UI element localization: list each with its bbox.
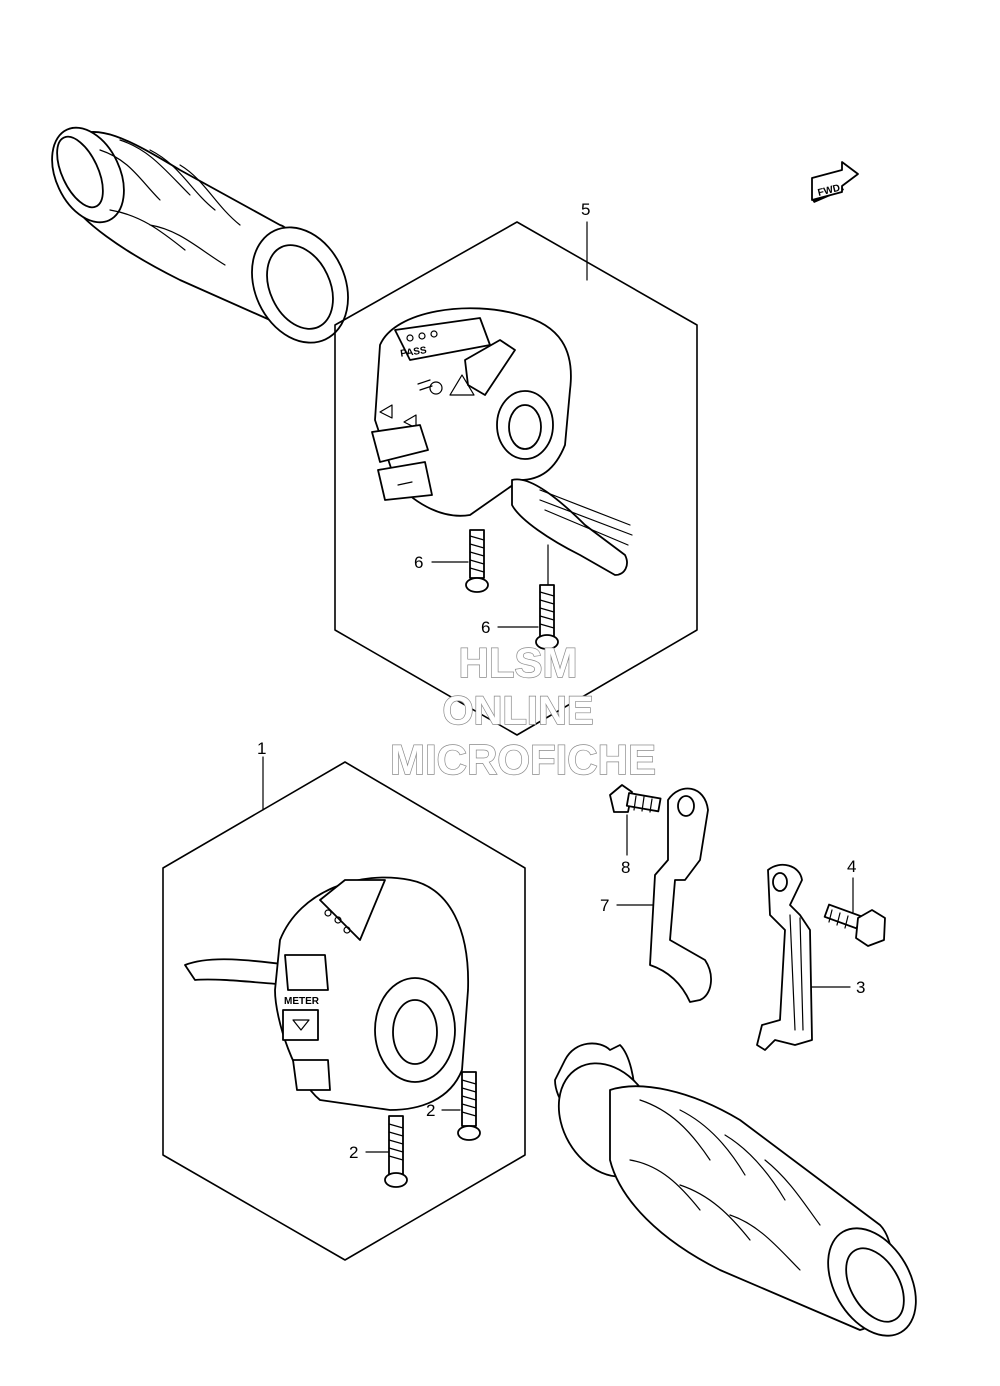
watermark-line-2: ONLINE [442, 689, 593, 733]
callout-2-right: 2 [426, 1101, 435, 1120]
watermark: HLSM ONLINE MICROFICHE [389, 638, 656, 783]
screw-6-upper [465, 529, 489, 593]
screw-2-right [457, 1071, 481, 1141]
callout-8: 8 [621, 858, 630, 877]
callout-3: 3 [856, 978, 865, 997]
callout-6-lower: 6 [481, 618, 490, 637]
callout-2-left: 2 [349, 1143, 358, 1162]
bracket-7 [649, 787, 712, 1003]
bolt-8 [609, 784, 662, 813]
bracket-3 [756, 863, 813, 1051]
callout-4: 4 [847, 857, 856, 876]
right-handlebar-grip [554, 1042, 917, 1337]
callout-6-upper: 6 [414, 553, 423, 572]
bolt-4 [823, 903, 886, 947]
fwd-arrow-icon: FWD [811, 161, 859, 203]
watermark-line-1: HLSM [459, 639, 578, 686]
left-handlebar-switch: METER [184, 876, 469, 1111]
callout-1: 1 [257, 739, 266, 758]
screw-2-left [384, 1115, 408, 1188]
assembly-5-outline [334, 221, 698, 736]
watermark-line-3: MICROFICHE [390, 736, 656, 783]
left-handlebar-grip [51, 126, 349, 344]
meter-switch-label: METER [284, 996, 320, 1007]
callout-5: 5 [581, 200, 590, 219]
pass-switch-label: PASS [400, 345, 428, 360]
right-handlebar-switch: PASS [371, 307, 633, 586]
fwd-label: FWD [817, 183, 842, 199]
screw-6-lower [535, 584, 559, 650]
assembly-1-outline [162, 761, 526, 1261]
callout-7: 7 [600, 896, 609, 915]
